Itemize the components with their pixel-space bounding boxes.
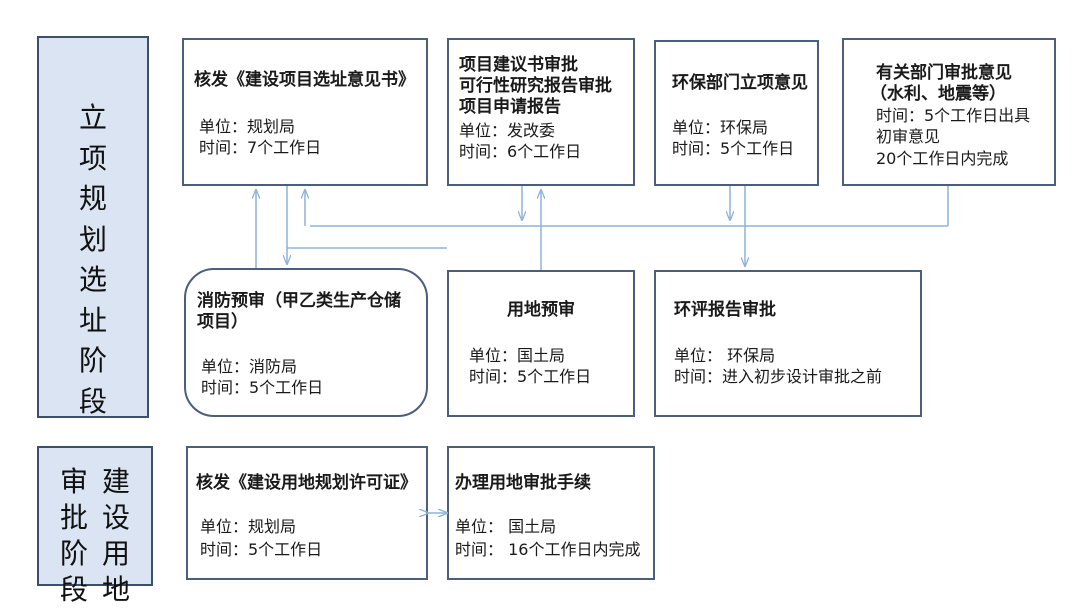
land-planning-permit-unit: 单位：规划局	[200, 517, 297, 536]
stage-char: 审	[59, 465, 88, 498]
eia-approval-unit: 单位： 环保局	[674, 346, 776, 365]
stage-char: 用	[102, 537, 131, 570]
land-planning-permit-time: 时间：5个工作日	[200, 540, 323, 559]
stage-column: 审 批 阶 段	[60, 464, 88, 608]
land-precheck-unit: 单位：国土局	[469, 346, 566, 365]
fire-precheck-box	[184, 268, 428, 417]
stage-char: 划	[78, 222, 107, 256]
env-approval-time: 时间：5个工作日	[672, 139, 795, 158]
env-approval-unit: 单位：环保局	[672, 118, 769, 137]
stage-column: 建 设 用 地	[102, 464, 130, 608]
fire-precheck-unit: 单位：消防局	[201, 357, 298, 376]
stage-char: 立	[78, 101, 107, 134]
fire-precheck-title-line: 消防预审（甲乙类生产仓储	[197, 291, 401, 311]
stage-label-text: 建 设 用 地 审 批 阶 段	[39, 464, 151, 608]
stage-label-site-selection: 立 项 规 划 选 址 阶 段	[37, 36, 149, 418]
site-opinion-unit: 单位：规划局	[199, 117, 296, 136]
land-approval-unit: 单位： 国土局	[455, 517, 557, 536]
land-precheck-time: 时间：5个工作日	[469, 367, 592, 386]
related-depts-detail-line: 20个工作日内完成	[876, 149, 1009, 168]
stage-char: 阶	[59, 537, 88, 570]
stage-char: 阶	[78, 344, 107, 377]
fire-precheck-title-line: 项目）	[197, 312, 248, 332]
site-opinion-title: 核发《建设项目选址意见书》	[194, 70, 415, 90]
fire-precheck-time: 时间：5个工作日	[201, 378, 324, 397]
stage-char: 批	[59, 501, 88, 534]
stage-char: 设	[102, 501, 131, 534]
stage-char: 段	[78, 384, 107, 418]
eia-approval-title: 环评报告审批	[674, 300, 776, 320]
land-approval-time: 时间： 16个工作日内完成	[455, 540, 641, 559]
land-precheck-title: 用地预审	[507, 300, 575, 320]
project-proposal-title-line: 项目建议书审批	[459, 55, 578, 75]
project-proposal-unit: 单位：发改委	[459, 121, 556, 140]
stage-label-land-approval: 建 设 用 地 审 批 阶 段	[37, 446, 153, 606]
project-proposal-time: 时间：6个工作日	[459, 142, 582, 161]
env-approval-box	[654, 40, 819, 186]
stage-char: 段	[59, 573, 88, 606]
stage-label-text: 立 项 规 划 选 址 阶 段	[39, 98, 147, 422]
site-opinion-box	[182, 38, 428, 186]
env-approval-title: 环保部门立项意见	[672, 73, 808, 93]
stage-char: 地	[102, 573, 131, 606]
stage-char: 址	[78, 303, 107, 337]
project-proposal-box	[447, 38, 635, 186]
eia-approval-box	[654, 270, 922, 417]
stage-char: 项	[78, 141, 107, 175]
site-opinion-time: 时间：7个工作日	[199, 138, 322, 157]
related-depts-box	[842, 38, 1056, 186]
stage-char: 规	[78, 182, 107, 215]
land-precheck-box	[447, 270, 635, 417]
related-depts-detail-line: 时间：5个工作日出具	[876, 106, 1031, 125]
eia-approval-time: 时间：进入初步设计审批之前	[674, 367, 883, 386]
related-depts-title-line: （水利、地震等）	[870, 84, 1006, 104]
related-depts-detail-line: 初审意见	[876, 127, 941, 146]
project-proposal-title-line: 项目申请报告	[459, 97, 561, 117]
stage-char: 选	[78, 263, 107, 296]
stage-char: 建	[102, 465, 131, 498]
project-proposal-title-line: 可行性研究报告审批	[459, 76, 612, 96]
related-depts-title-line: 有关部门审批意见	[876, 63, 1012, 83]
land-approval-title: 办理用地审批手续	[455, 473, 591, 493]
land-planning-permit-title: 核发《建设用地规划许可证》	[196, 473, 417, 493]
land-approval-box	[447, 446, 655, 580]
